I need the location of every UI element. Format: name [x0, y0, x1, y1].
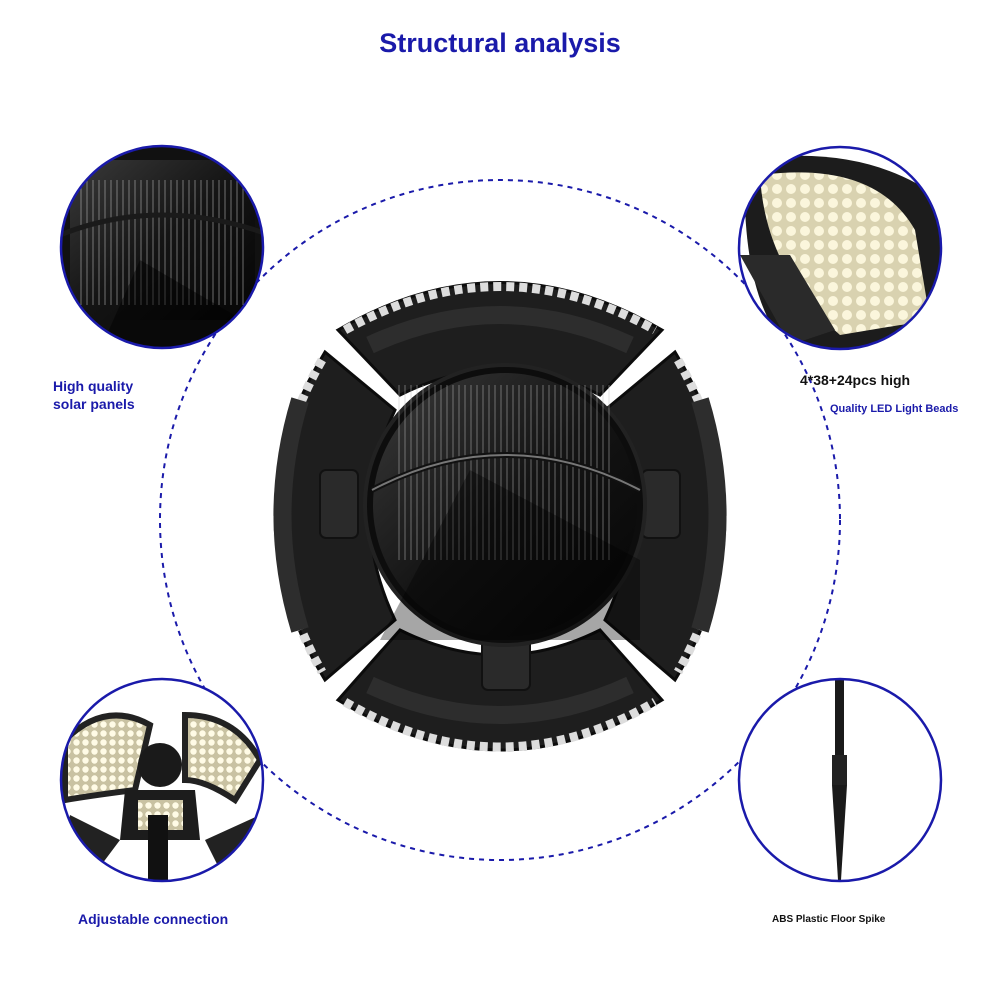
inset-solar-panel [59, 144, 265, 350]
inset-led-beads [737, 145, 943, 351]
inset-adjustable-connection [59, 677, 265, 883]
inset-floor-spike [737, 677, 943, 883]
spike-caption: ABS Plastic Floor Spike [772, 914, 886, 925]
led-caption-line1: 4*38+24pcs high [800, 372, 911, 388]
solar-caption-line1: High quality [53, 378, 134, 394]
solar-caption-line2: solar panels [53, 395, 135, 412]
lamp-petals [273, 281, 727, 752]
solar-panel-caption: High quality solar panels [53, 378, 135, 413]
central-solar-panel [363, 363, 647, 647]
dashed-outline-circle [159, 179, 841, 861]
page-title: Structural analysis [379, 28, 621, 58]
led-caption-line2: Quality LED Light Beads [830, 403, 959, 415]
adjustable-caption: Adjustable connection [78, 911, 229, 927]
